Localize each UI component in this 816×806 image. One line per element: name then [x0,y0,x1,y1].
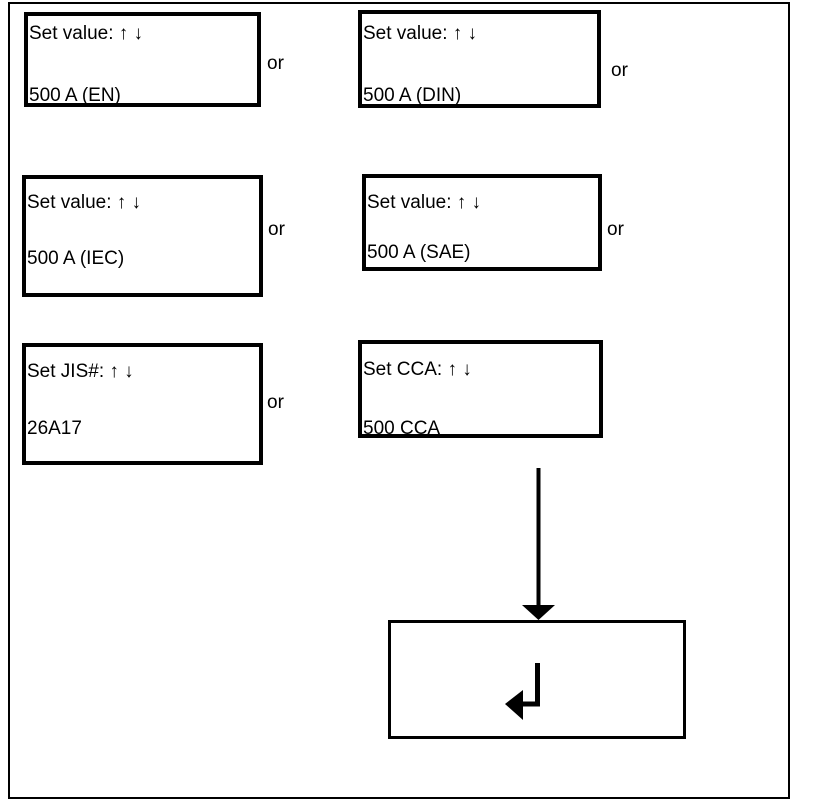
or-connector-label: or [268,219,285,240]
or-connector-label: or [267,53,284,74]
screen-prompt-text: Set value: ↑ ↓ [363,23,478,44]
screen-value-text: 500 A (DIN) [363,85,462,106]
screen-prompt-text: Set JIS#: ↑ ↓ [27,361,134,382]
screen-value-text: 500 CCA [363,418,441,439]
lcd-screen-set-cca: Set CCA: ↑ ↓ 500 CCA [358,340,603,439]
or-connector-label: or [607,219,624,240]
screen-prompt-text: Set value: ↑ ↓ [367,192,482,213]
screen-value-text: 500 A (EN) [29,85,121,106]
lcd-screen-set-value-sae: Set value: ↑ ↓ 500 A (SAE) [362,174,602,271]
result-box [388,620,686,739]
screen-prompt-text: Set value: ↑ ↓ [27,192,142,213]
screen-prompt-text: Set value: ↑ ↓ [29,23,144,44]
screen-value-text: 500 A (IEC) [27,248,125,269]
lcd-screen-set-jis: Set JIS#: ↑ ↓ 26A17 [22,343,263,465]
screen-value-text: 26A17 [27,418,82,439]
or-connector-label: or [611,60,628,81]
or-connector-label: or [267,392,284,413]
page-border-frame [8,2,790,799]
lcd-screen-set-value-din: Set value: ↑ ↓ 500 A (DIN) [358,10,601,108]
enter-arrow-icon [505,663,540,720]
lcd-screen-set-value-iec: Set value: ↑ ↓ 500 A (IEC) [22,175,263,297]
screen-prompt-text: Set CCA: ↑ ↓ [363,359,472,380]
lcd-screen-set-value-en: Set value: ↑ ↓ 500 A (EN) [24,12,261,107]
screen-value-text: 500 A (SAE) [367,242,471,263]
